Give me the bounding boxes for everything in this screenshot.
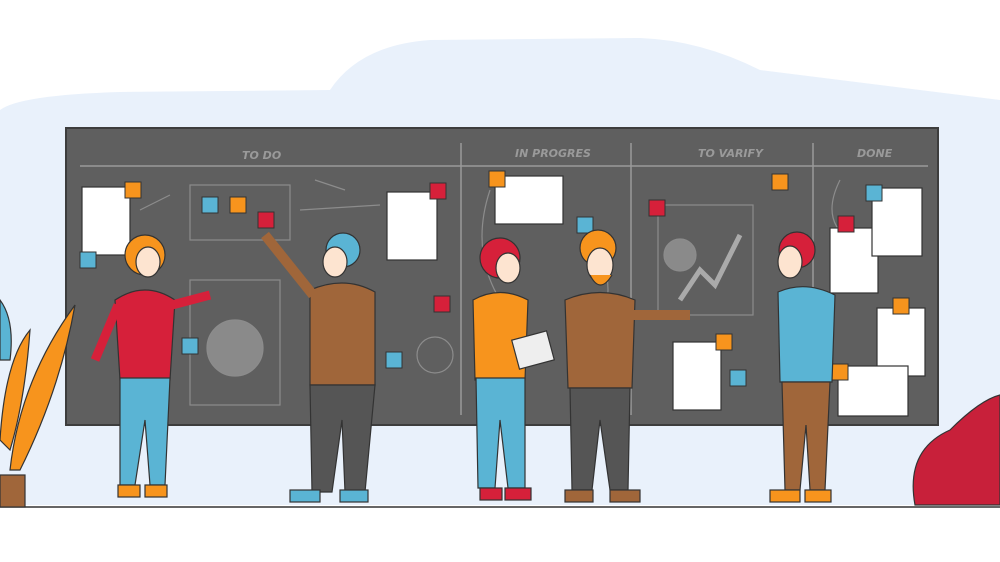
column-done-label: DONE xyxy=(857,147,893,160)
column-to-verify-label: TO VARIFY xyxy=(698,147,764,160)
potted-plant xyxy=(0,298,76,508)
person-man-blue-sweater xyxy=(769,231,836,503)
beanbag-chair xyxy=(912,394,1000,506)
column-in-progress-label: IN PROGRES xyxy=(515,147,591,160)
sticky-notes xyxy=(79,170,910,387)
column-todo-label: TO DO xyxy=(242,149,281,162)
person-woman-orange-shirt xyxy=(472,237,556,501)
person-woman-red-sweater xyxy=(90,234,212,498)
person-bearded-man xyxy=(564,229,690,503)
person-man-back-view xyxy=(261,231,376,503)
